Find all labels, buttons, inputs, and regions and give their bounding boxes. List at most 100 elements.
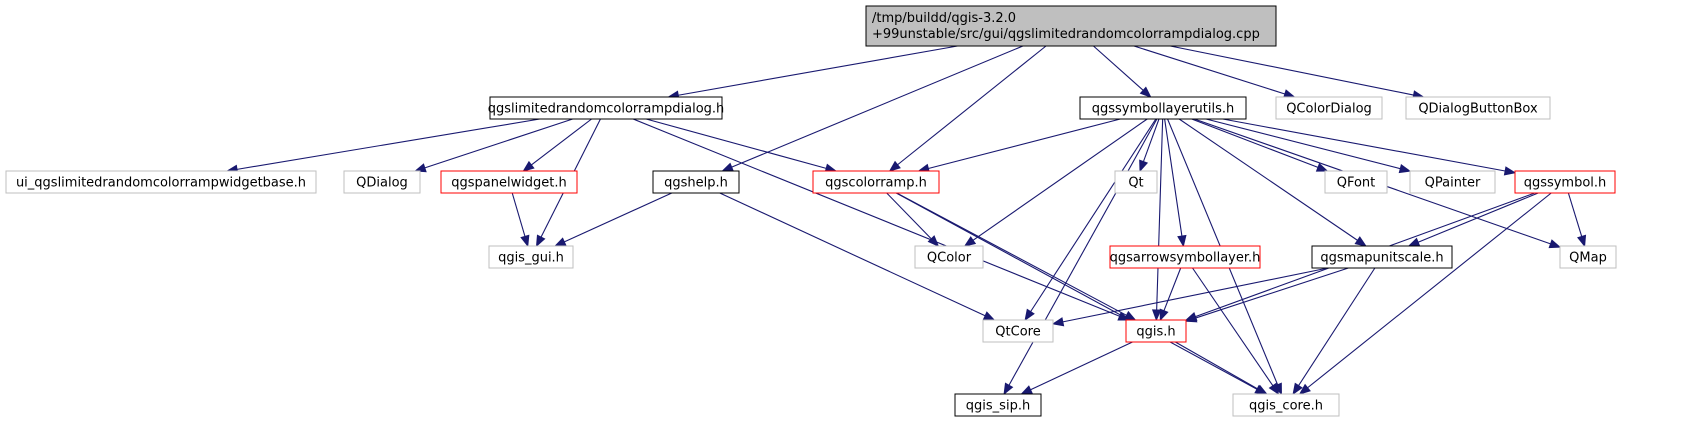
node-label: qgis_sip.h [966,399,1030,414]
edge-arrowhead [1292,382,1303,396]
edge-arrowhead [721,162,734,172]
node-label: ui_qgslimitedrandomcolorrampwidgetbase.h [16,176,306,191]
node-label: qgis_core.h [1249,399,1323,414]
node-qgis-core-h: qgis_core.h [1232,393,1340,417]
edge-arrowhead [1354,236,1367,247]
edge-line [896,192,1127,316]
node-label: qgsarrowsymbollayer.h [1110,251,1261,266]
edge-line [1417,192,1539,243]
edge-arrowhead [520,234,530,248]
edge-line [1307,192,1552,389]
node-label: QDialogButtonBox [1418,102,1538,117]
edge-line [1156,118,1164,311]
edge-dialog_h-to-panelwidget_h [522,118,592,172]
node-label: QMap [1569,251,1607,266]
node-panelwidget-h[interactable]: qgspanelwidget.h [440,170,578,194]
edge-line [1164,118,1183,237]
edge-arrowhead [1398,163,1412,174]
edge-arrowhead [1184,313,1198,323]
edge-qgshelp_h-to-qgis_gui_h [553,192,673,247]
edge-line [424,118,573,169]
node-label: qgssymbollayerutils.h [1092,102,1235,117]
edge-arrowhead [1503,166,1517,176]
edge-line [886,192,932,240]
node-qgis-h[interactable]: qgis.h [1125,319,1187,343]
edge-line [236,118,540,170]
node-qgis-gui-h: qgis_gui.h [488,245,574,269]
node-label: Qt [1128,176,1143,191]
node-box [1409,170,1496,194]
edge-line [1133,45,1286,95]
node-label: QColorDialog [1286,102,1372,117]
node-qgshelp-h[interactable]: qgshelp.h [652,170,740,194]
node-symbol-h[interactable]: qgssymbol.h [1514,170,1616,194]
edge-arrowhead [927,235,940,247]
edge-symbollayerutils_h-to-mapunitscale_h [1178,118,1367,247]
node-qdialogbuttonbox: QDialogButtonBox [1405,96,1551,120]
edge-dialog_h-to-qdialog [414,118,573,173]
edge-symbollayerutils_h-to-qpainter [1205,118,1412,174]
edge-arrowhead [1315,162,1329,172]
edge-arrowhead [1298,383,1311,395]
node-box [1114,170,1158,194]
edge-arrowsymbollayer_h-to-qgis_core_h [1192,267,1280,396]
edge-line [1298,267,1376,386]
node-box [343,170,421,194]
node-label: QFont [1337,176,1376,191]
edge-line [1192,267,1274,387]
edge-symbollayerutils_h-to-qt [1139,118,1160,173]
edge-qgis_h-to-qgis_core_h [1175,341,1268,395]
node-label-line2: +99unstable/src/gui/qgslimitedrandomcolo… [872,27,1260,42]
node-box [489,96,723,120]
node-label: qgssymbol.h [1524,176,1607,191]
node-symbollayerutils-h[interactable]: qgssymbollayerutils.h [1079,96,1247,120]
edge-line [1030,118,1157,312]
edge-arrowhead [1139,86,1152,98]
edge-symbollayerutils_h-to-qfont [1191,118,1329,172]
edge-arrowhead [1159,308,1169,322]
edge-qgis_h-to-qgis_sip_h [1020,341,1133,395]
node-qgis-sip-h[interactable]: qgis_sip.h [954,393,1042,417]
edge-arrowhead [1177,234,1187,248]
edge-line [719,192,986,317]
edge-arrowhead [1255,384,1268,395]
node-qmap: QMap [1559,245,1617,269]
edge-line [1030,341,1133,391]
edge-line [632,118,1120,317]
edge-arrowhead [963,236,977,247]
edge-symbol_h-to-qmap [1567,192,1587,248]
node-qt: Qt [1114,170,1158,194]
edge-arrowhead [1020,385,1034,395]
node-colorramp-h[interactable]: qgscolorramp.h [812,170,940,194]
edge-symbollayerutils_h-to-arrowsymbollayer_h [1164,118,1187,248]
edge-mapunitscale_h-to-qgis_core_h [1292,267,1376,396]
node-box [1514,170,1616,194]
edge-arrowhead [1051,317,1065,327]
node-qfont: QFont [1324,170,1388,194]
node-arrowsymbollayer-h[interactable]: qgsarrowsymbollayer.h [1109,245,1261,269]
edge-arrowhead [1024,308,1035,322]
edge-line [731,45,1024,168]
node-label: QColor [927,251,972,266]
edge-symbollayerutils_h-to-qcolor [963,118,1148,247]
node-mapunitscale-h[interactable]: qgsmapunitscale.h [1311,245,1453,269]
node-root[interactable]: /tmp/buildd/qgis-3.2.0+99unstable/src/gu… [865,5,1277,47]
node-qpainter: QPainter [1409,170,1496,194]
node-box [865,5,1277,47]
edge-line [1170,45,1414,96]
edge-line [1093,45,1144,91]
edge-arrowhead [1577,234,1587,248]
edge-arrowhead [1151,309,1162,322]
edge-line [1062,267,1328,323]
node-dialog-h[interactable]: qgslimitedrandomcolorrampdialog.h [488,96,725,120]
node-label: QPainter [1425,176,1481,191]
node-box [1405,96,1551,120]
edge-line [1178,118,1358,241]
edge-root-to-qdialogbuttonbox [1170,45,1425,100]
node-box [954,393,1042,417]
edge-mapunitscale_h-to-qgis_h [1184,267,1349,323]
edge-line [1567,192,1583,237]
edge-line [1175,341,1259,390]
edge-dialog_h-to-qgis_h [632,118,1131,321]
node-box [1559,245,1617,269]
